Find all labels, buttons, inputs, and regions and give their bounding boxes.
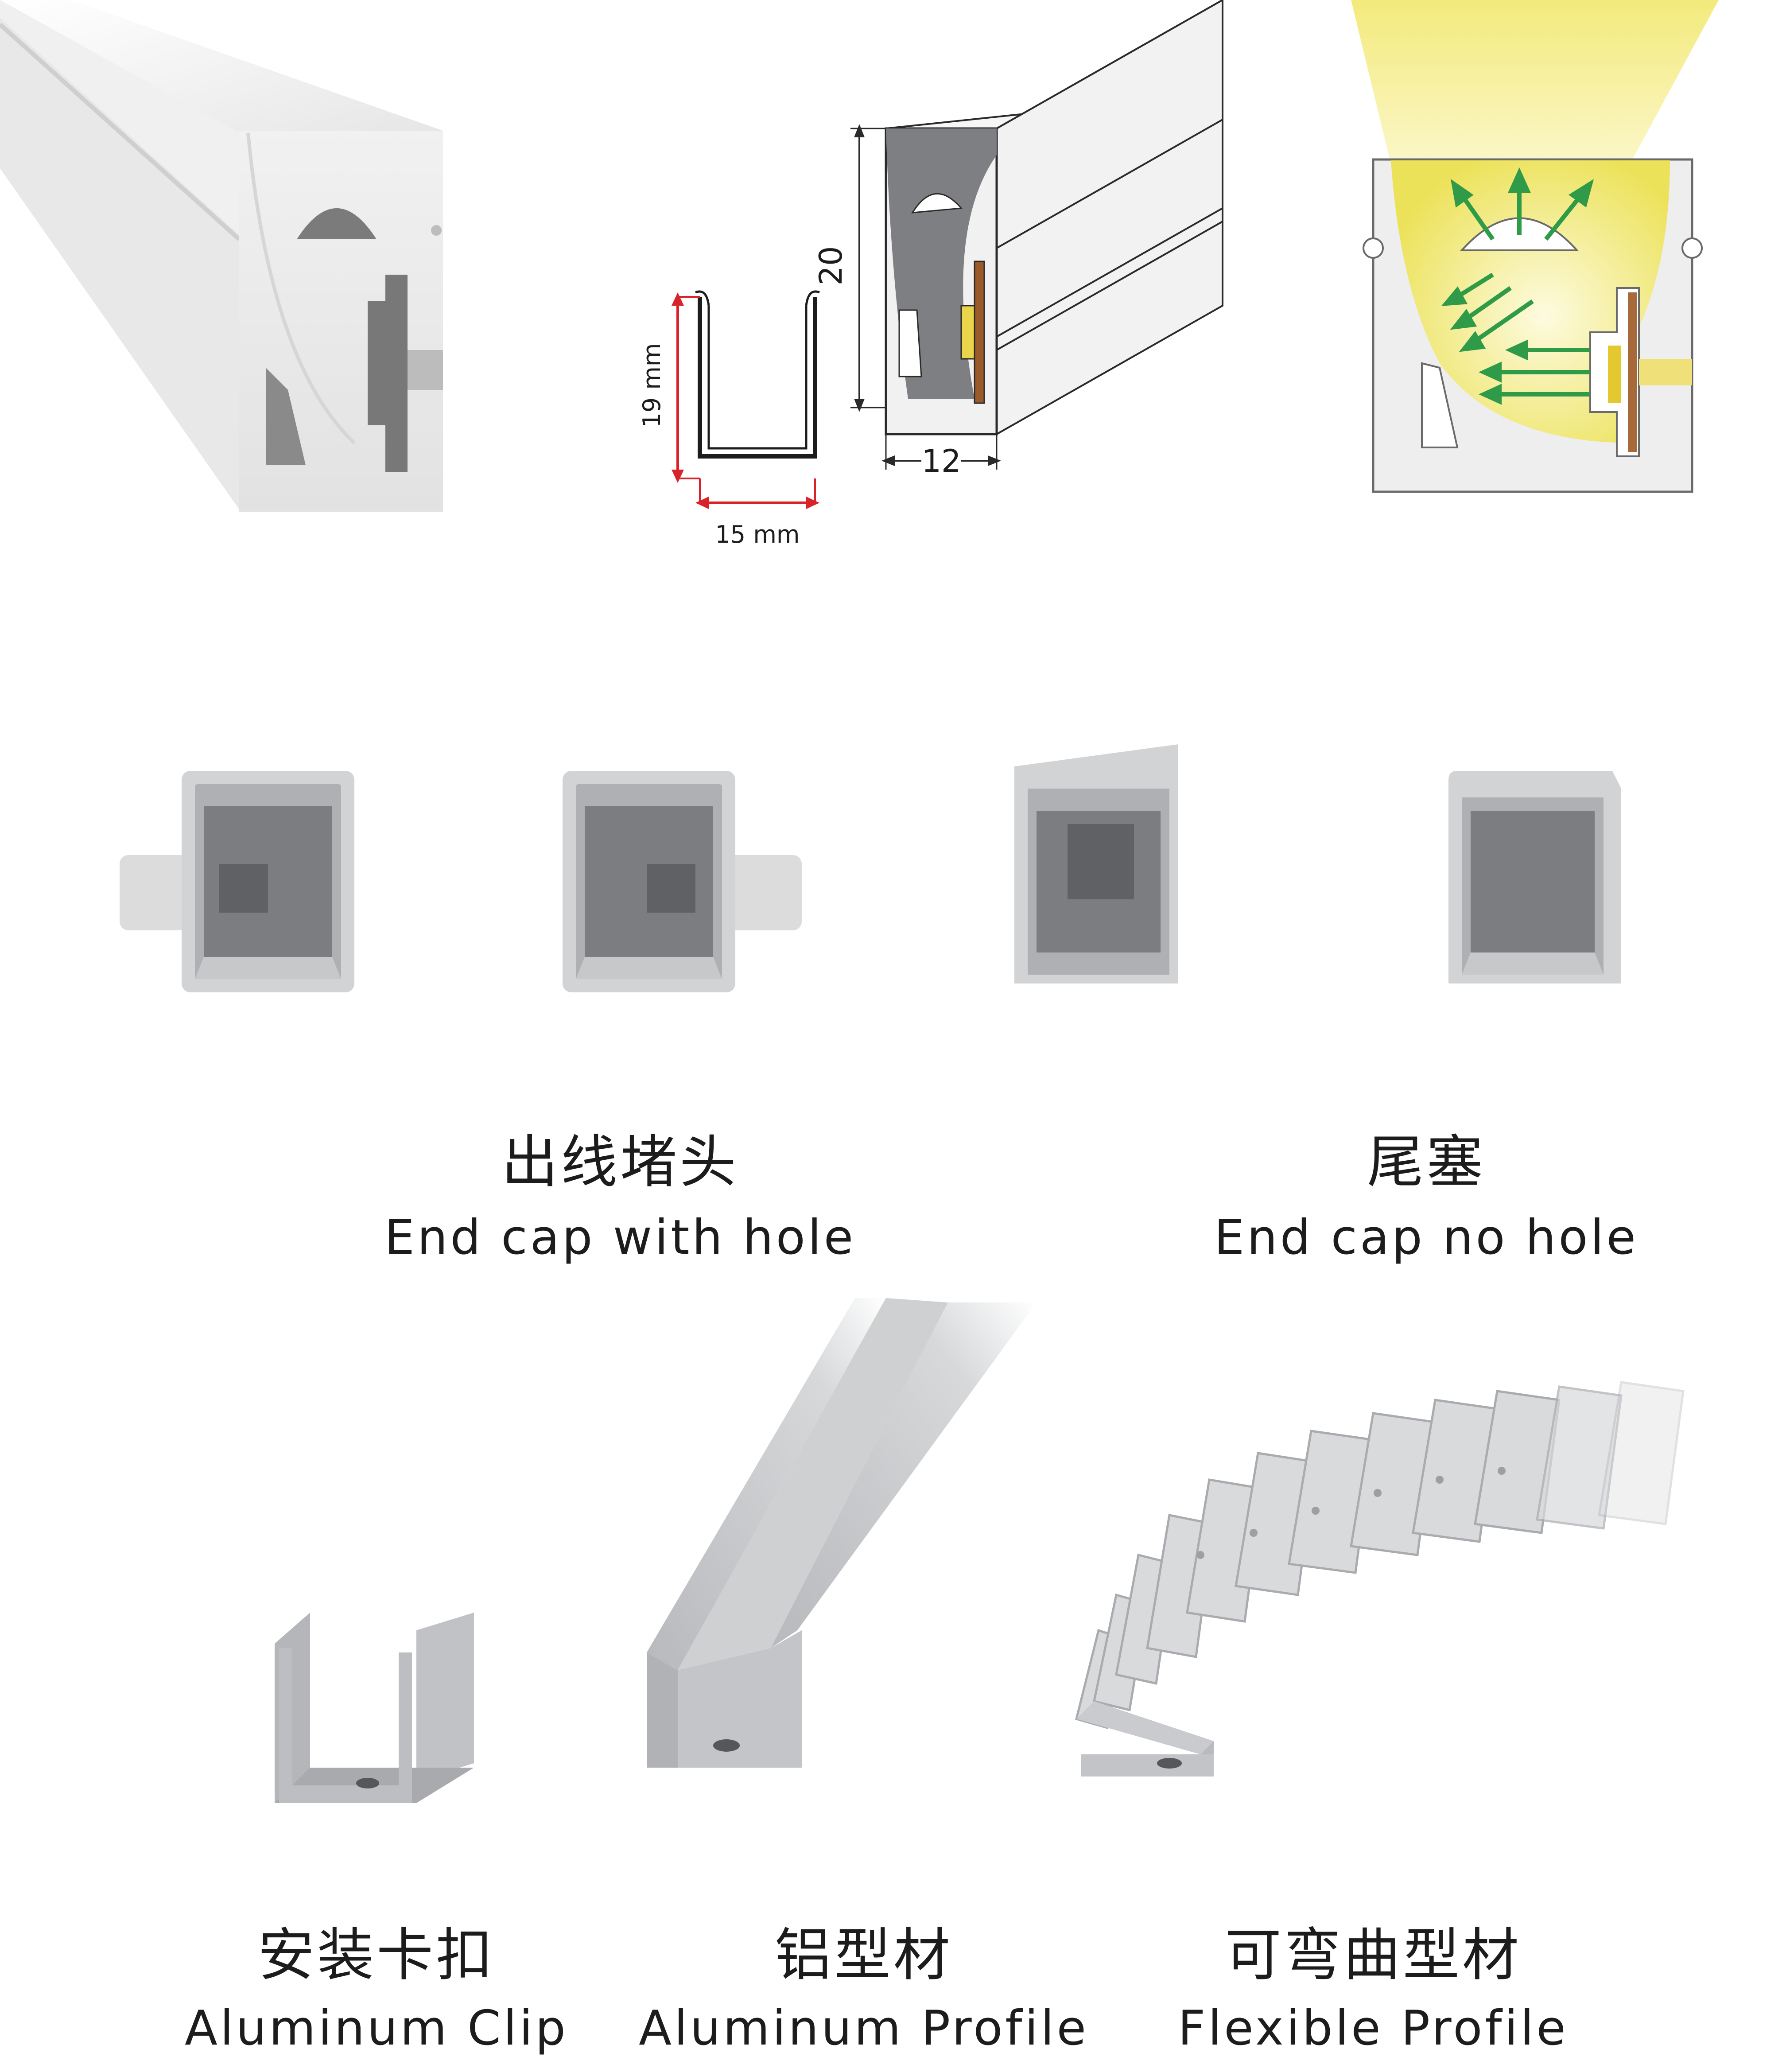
light-direction-arrows	[1441, 167, 1594, 405]
caption-flexible-profile-cn: 可弯曲型材	[1224, 1922, 1522, 1988]
end-cap-no-hole-left	[1006, 735, 1192, 992]
caption-flexible-profile-en: Flexible Profile	[1178, 2001, 1569, 2056]
caption-aluminum-profile-cn: 铝型材	[774, 1922, 953, 1988]
light-emission-diagram	[1351, 0, 1719, 505]
end-cap-with-hole-left	[115, 762, 363, 1001]
caption-end-cap-with-hole-cn: 出线堵头	[501, 1129, 739, 1195]
end-cap-with-hole-right	[558, 762, 806, 1001]
caption-end-cap-no-hole-cn: 尾塞	[1367, 1129, 1486, 1195]
clip-width-label: 15 mm	[715, 521, 800, 548]
end-cap-no-hole-right	[1435, 762, 1630, 992]
caption-aluminum-clip-cn: 安装卡扣	[257, 1922, 495, 1988]
aluminum-clip-image	[266, 1604, 478, 1816]
profile-width-label: 12	[921, 443, 961, 479]
clip-height-label: 19 mm	[638, 343, 666, 428]
aluminum-profile-image	[638, 1285, 1045, 1772]
caption-end-cap-with-hole-en: End cap with hole	[384, 1210, 856, 1265]
profile-dimension-diagram: 20 12	[813, 0, 1231, 487]
clip-dimension-diagram: 19 mm 15 mm	[629, 275, 833, 558]
neon-strip-render	[0, 0, 620, 576]
caption-aluminum-clip-en: Aluminum Clip	[185, 2001, 568, 2056]
flexible-profile-image	[1068, 1364, 1688, 1808]
profile-height-label: 20	[813, 246, 849, 285]
caption-end-cap-no-hole-en: End cap no hole	[1214, 1210, 1638, 1265]
caption-aluminum-profile-en: Aluminum Profile	[639, 2001, 1089, 2056]
